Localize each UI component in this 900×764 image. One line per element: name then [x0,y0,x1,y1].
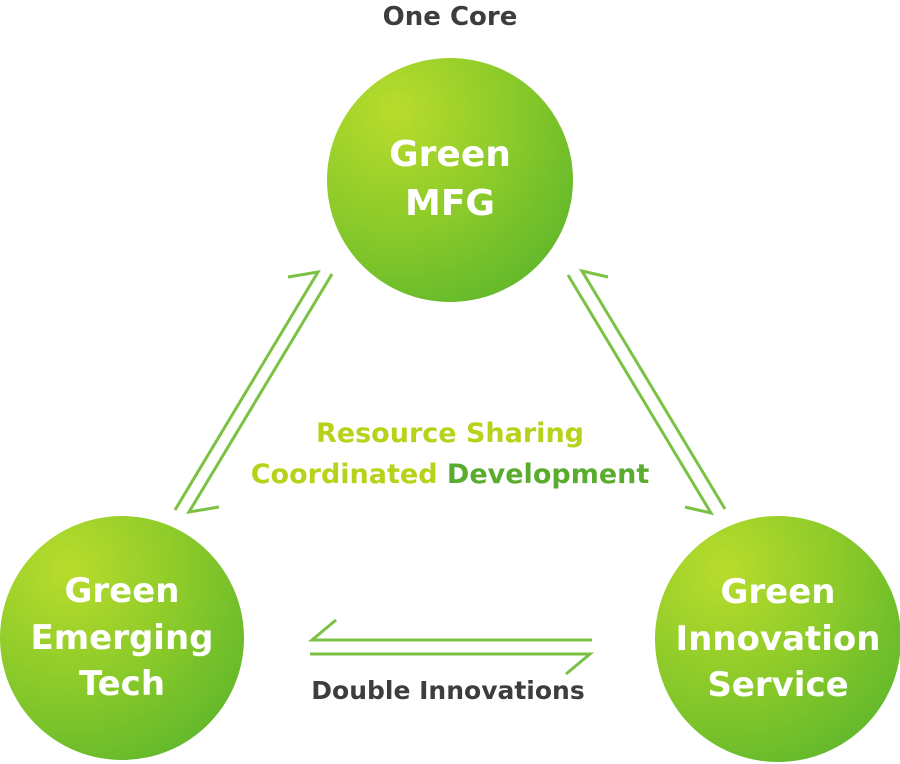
center-line-1-part-2: Sharing [465,418,584,449]
center-line-2: Coordinated Development [200,455,700,496]
arrow-to-top-from-right [578,268,727,510]
center-line-1-part-1: Resource [316,418,466,449]
node-right-line-2: Innovation [675,618,881,659]
node-green-emerging-tech: Green Emerging Tech [0,516,244,760]
center-line-1: Resource Sharing [200,414,700,455]
node-green-mfg: Green MFG [327,58,573,302]
node-left-line-2: Emerging [30,617,214,658]
node-left-line-3: Tech [78,664,166,705]
node-left-line-1: Green [64,570,180,611]
arrow-to-left-from-right [307,618,592,642]
node-top-line-1: Green [389,134,511,176]
center-line-2-part-1: Coordinated [250,458,447,490]
arrow-to-top-from-left [173,269,321,511]
center-text: Resource Sharing Coordinated Development [200,414,700,495]
node-green-innovation-service: Green Innovation Service [655,516,900,762]
node-right-line-1: Green [720,571,836,612]
arrow-to-left-from-top [186,273,334,515]
bottom-caption: Double Innovations [311,676,585,705]
top-caption: One Core [382,2,518,32]
arrow-to-right-from-top [566,274,715,516]
node-right-line-3: Service [707,665,849,706]
center-line-2-part-2: Development [446,458,650,490]
arrow-to-right-from-left [310,652,595,676]
node-top-line-2: MFG [405,183,495,224]
